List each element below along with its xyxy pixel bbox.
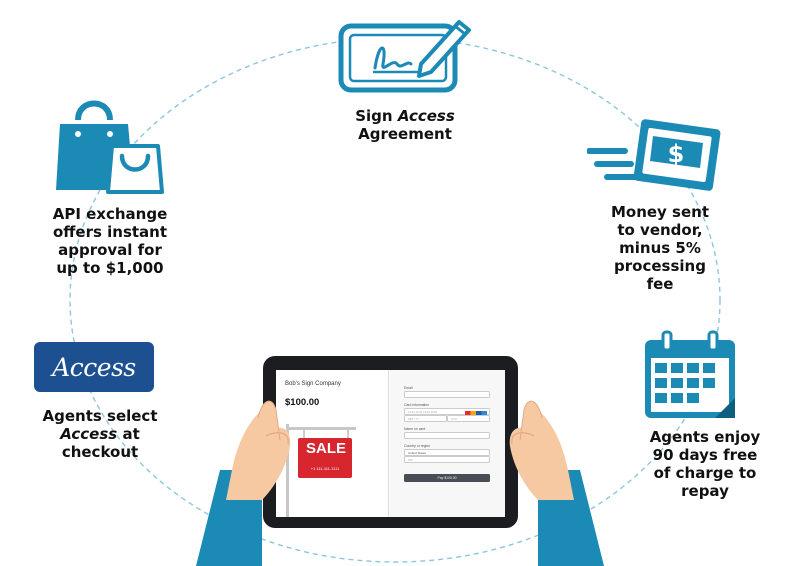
shop-name: Bob's Sign Company: [285, 381, 341, 387]
step-money-sent: Money sent to vendor, minus 5% processin…: [580, 203, 740, 293]
country-value: United States: [408, 451, 427, 455]
email-label: Email: [404, 386, 413, 390]
step-repay-line: Agents enjoy: [649, 428, 761, 446]
step-money-line: to vendor,: [617, 221, 703, 239]
step-sign-line2: Agreement: [358, 125, 452, 143]
calendar-icon: [645, 330, 735, 418]
signature-pad-icon: [338, 20, 471, 93]
checkout-screen: Bob's Sign Company $100.00 SALE +1 111-1…: [276, 370, 505, 517]
step-money-label: Money sent to vendor, minus 5% processin…: [580, 203, 740, 293]
card-brand-icons: [465, 410, 487, 415]
sale-sign: [298, 438, 352, 478]
step-api-line: offers instant: [52, 223, 168, 241]
step-api-line: approval for: [58, 241, 162, 259]
step-agents-select: Agents select Access at checkout: [20, 407, 180, 461]
step-api-line: API exchange: [52, 205, 168, 223]
card-info-label: Card information: [404, 403, 430, 407]
dollar-bill-icon: $: [587, 119, 721, 191]
pay-button[interactable]: Pay $100.00: [404, 474, 490, 482]
payment-form: Email Card information 1234 1234 1234 12…: [390, 370, 505, 517]
step-repay-line: 90 days free: [652, 446, 758, 464]
zip-placeholder: ZIP: [408, 458, 413, 462]
sale-sign-text: SALE: [306, 440, 347, 457]
step-api-line: up to $1,000: [56, 259, 164, 277]
step-api-label: API exchange offers instant approval for…: [30, 205, 190, 277]
checkout-summary-panel: Bob's Sign Company $100.00 SALE +1 111-1…: [276, 370, 389, 517]
step-money-line: fee: [646, 275, 674, 293]
step-agents-select-emphasis: Access: [60, 425, 118, 443]
card-expiry-field[interactable]: MM / YY: [404, 415, 447, 422]
step-sign-agreement: Sign Access Agreement: [320, 107, 490, 143]
country-label: Country or region: [404, 444, 431, 448]
card-number-placeholder: 1234 1234 1234 1234: [408, 410, 438, 414]
step-money-line: processing: [614, 257, 706, 275]
zip-field[interactable]: ZIP: [404, 456, 490, 463]
card-number-field[interactable]: 1234 1234 1234 1234: [404, 408, 490, 415]
cvc-placeholder: CVC: [451, 417, 458, 421]
step-sign-emphasis: Access: [397, 107, 455, 125]
expiry-placeholder: MM / YY: [408, 417, 420, 421]
step-money-line: minus 5%: [619, 239, 701, 257]
country-select[interactable]: United States: [404, 449, 490, 456]
name-on-card-field[interactable]: [404, 432, 490, 439]
step-sign-line1: Sign: [355, 107, 398, 125]
step-agents-select-line2: at: [117, 425, 140, 443]
email-field[interactable]: [404, 391, 490, 398]
order-price: $100.00: [285, 397, 320, 408]
shopping-bag-icon: [56, 100, 164, 194]
svg-text:$: $: [668, 140, 685, 168]
step-sign-label: Sign Access Agreement: [320, 107, 490, 143]
step-agents-select-label: Agents select Access at checkout: [20, 407, 180, 461]
step-repay-line: repay: [681, 482, 729, 500]
step-api-exchange: API exchange offers instant approval for…: [30, 205, 190, 277]
step-repay: Agents enjoy 90 days free of charge to r…: [620, 428, 790, 500]
step-money-line: Money sent: [610, 203, 710, 221]
step-agents-select-line3: checkout: [61, 443, 139, 461]
access-logo-text: Access: [52, 352, 136, 382]
access-logo: Access: [34, 342, 154, 392]
sale-sign-phone: +1 111-111-1111: [310, 466, 340, 471]
step-repay-label: Agents enjoy 90 days free of charge to r…: [620, 428, 790, 500]
name-on-card-label: Name on card: [404, 427, 426, 431]
step-repay-line: of charge to: [653, 464, 757, 482]
card-cvc-field[interactable]: CVC: [447, 415, 490, 422]
step-agents-select-line1: Agents select: [42, 407, 158, 425]
